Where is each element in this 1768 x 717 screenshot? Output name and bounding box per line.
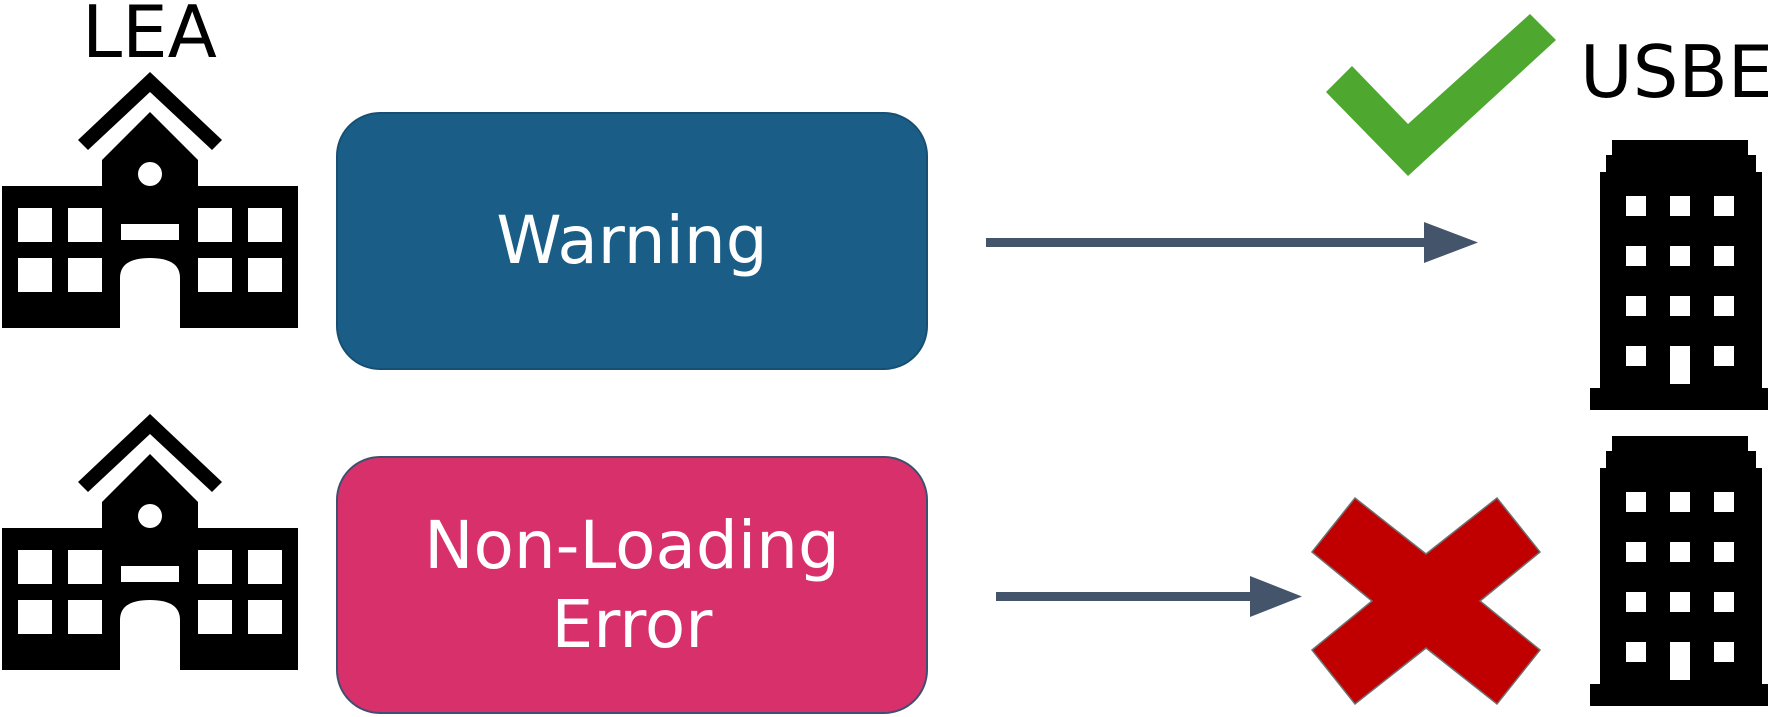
x-mark-icon <box>1310 496 1542 706</box>
school-building-icon <box>2 414 298 670</box>
office-building-icon <box>1590 436 1768 706</box>
warning-label: Warning <box>496 202 768 280</box>
office-building-icon <box>1590 140 1768 410</box>
arrow-right-icon <box>996 576 1302 617</box>
arrow-right-icon <box>986 222 1478 263</box>
school-building-icon <box>2 72 298 328</box>
checkmark-icon <box>1326 14 1556 176</box>
lea-label: LEA <box>82 0 217 74</box>
non-loading-error-label: Non-Loading Error <box>424 506 840 663</box>
warning-box: Warning <box>336 112 928 370</box>
usbe-label: USBE <box>1580 30 1768 114</box>
non-loading-error-box: Non-Loading Error <box>336 456 928 714</box>
